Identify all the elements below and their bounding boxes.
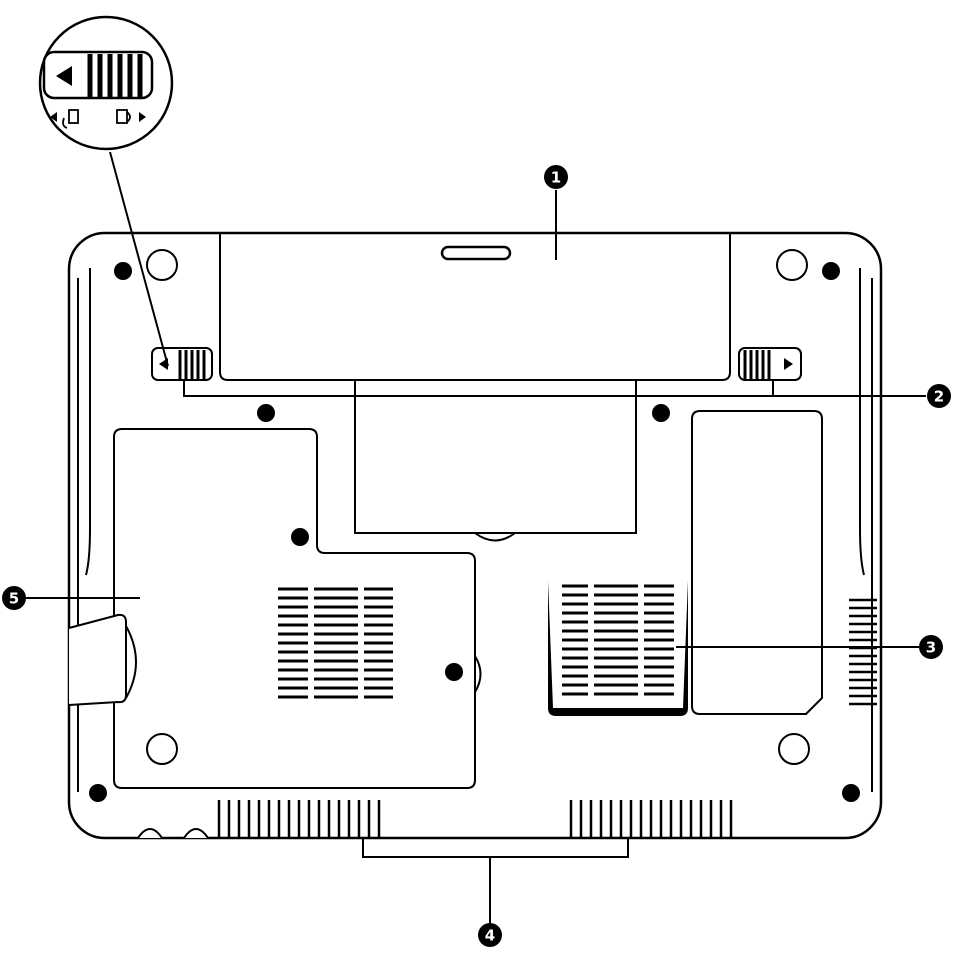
side-vent (849, 598, 877, 706)
latch-arrow-icon (56, 66, 72, 86)
panel-vent (278, 587, 393, 699)
right-compartment (691, 410, 823, 715)
callout-1: 1 (544, 165, 568, 189)
side-flap (68, 613, 137, 706)
svg-text:1: 1 (551, 169, 561, 187)
battery-pack (219, 233, 731, 381)
latch-detail-magnifier (38, 15, 174, 367)
svg-text:3: 3 (926, 639, 936, 657)
callout-4: 4 (478, 923, 502, 947)
side-rails (77, 268, 873, 792)
screws (89, 262, 860, 802)
callout-2: 2 (927, 384, 951, 408)
leader-lines (18, 190, 926, 925)
battery-latch-right (738, 347, 802, 381)
fan-vent (548, 580, 688, 716)
lock-arrow-icon (116, 109, 146, 124)
center-compartment (354, 380, 637, 542)
access-panel (113, 428, 482, 789)
unlock-arrow-icon (50, 109, 79, 129)
svg-text:4: 4 (485, 927, 495, 945)
rubber-feet (137, 249, 810, 839)
callout-5: 5 (2, 586, 26, 610)
callout-3: 3 (919, 635, 943, 659)
svg-text:5: 5 (9, 590, 19, 608)
battery-latch-left (151, 347, 213, 381)
laptop-body (67, 231, 883, 840)
svg-text:2: 2 (934, 388, 944, 406)
bottom-vent-left (217, 800, 381, 838)
bottom-vent-right (569, 800, 733, 838)
